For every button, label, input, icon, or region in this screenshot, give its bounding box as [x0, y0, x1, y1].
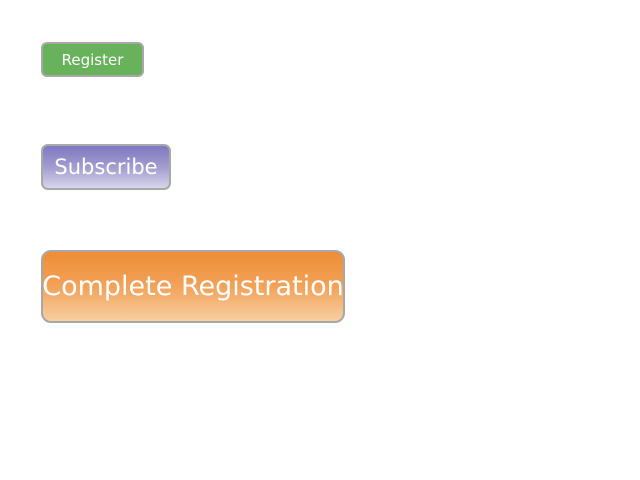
complete-registration-button[interactable]: Complete Registration	[41, 250, 345, 323]
register-button[interactable]: Register	[41, 42, 144, 77]
subscribe-button[interactable]: Subscribe	[41, 144, 171, 190]
